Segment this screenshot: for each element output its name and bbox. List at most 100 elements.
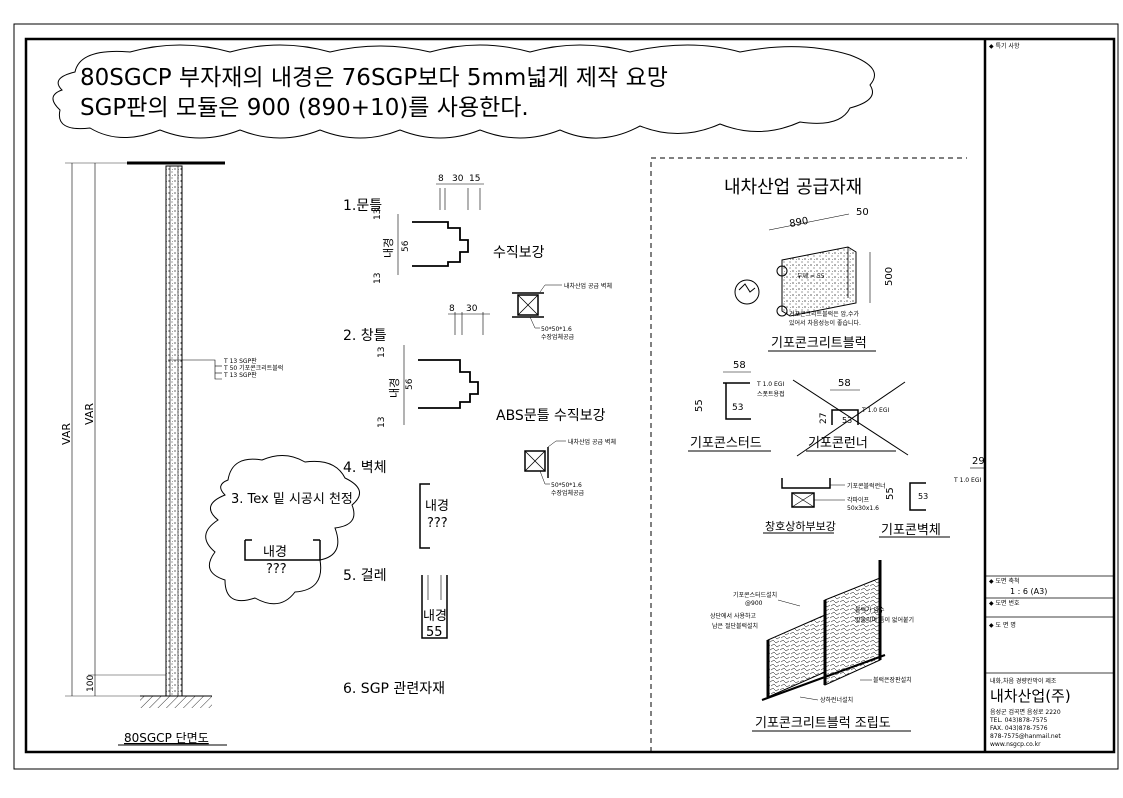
wall-stud-thickness: T 1.0 EGI bbox=[953, 477, 981, 484]
door-dim-8: 8 bbox=[438, 174, 444, 184]
assembly-note-2: @900 bbox=[745, 600, 763, 607]
reinforcement-detail-2: 내차산업 공급 벽체 50*50*1.6 수장업체공급 bbox=[524, 438, 616, 497]
cloud-note: 80SGCP 부자재의 내경은 76SGP보다 5mm넓게 제작 요망 SGP판… bbox=[52, 44, 875, 139]
block-thickness-note: 두께 = 55 bbox=[797, 272, 825, 280]
window-frame-detail: 2. 창틀 8 30 13 56 13 내경 bbox=[343, 304, 490, 428]
inner-border bbox=[24, 37, 1116, 754]
special-notes-label: ◆ 특기 사항 bbox=[989, 42, 1020, 50]
assembly-note-3: 상단에서 사용하고 bbox=[710, 612, 757, 620]
assembly-note-1: 기포콘스터드설치 bbox=[733, 591, 777, 599]
window-reinf-note-3: 50x30x1.6 bbox=[847, 505, 879, 512]
block-dim-500: 500 bbox=[884, 267, 895, 286]
reinforcement-detail-1: 내차산업 공급 벽체 50*50*1.6 수장업체공급 bbox=[512, 282, 612, 341]
wall-inner: 내경 bbox=[425, 499, 449, 514]
section-view: VAR VAR 100 T 13 SGP판 T 50 기포콘크리트블럭 T 13… bbox=[60, 161, 283, 746]
stud-thickness: T 1.0 EGI bbox=[756, 381, 784, 388]
wall-value: ??? bbox=[427, 516, 448, 531]
company-fax: FAX. 043)878-7576 bbox=[990, 725, 1048, 732]
wall-stud-dim-29: 29 bbox=[972, 456, 985, 467]
drawing-name-label: ◆ 도 면 명 bbox=[989, 621, 1016, 629]
window-reinf-caption: 창호상하부보강 bbox=[765, 519, 836, 533]
door-frame-detail: 1.문틀 8 30 15 13 56 13 내경 수직보강 bbox=[343, 174, 545, 284]
var-inner-label: VAR bbox=[83, 403, 96, 425]
reinf1-note-bot1: 50*50*1.6 bbox=[541, 326, 572, 333]
window-reinf-note-1: 기포콘블럭런너 bbox=[847, 482, 886, 490]
layer-label-2: T 50 기포콘크리트블럭 bbox=[223, 364, 283, 372]
window-dim-8: 8 bbox=[449, 304, 455, 314]
wall-detail: 4. 벽체 내경 ??? bbox=[343, 460, 449, 549]
company-email: 878-7575@hanmail.net bbox=[990, 733, 1061, 740]
block-note-2: 있어서 차음성능이 좋습니다. bbox=[789, 319, 861, 327]
scale-label: ◆ 도면 축척 bbox=[989, 577, 1020, 585]
wall-label: 4. 벽체 bbox=[343, 460, 387, 476]
cloud-note-line2: SGP판의 모듈은 900 (890+10)를 사용한다. bbox=[80, 95, 529, 121]
assembly-note-8: 상하런너설치 bbox=[820, 696, 853, 704]
stud-detail: 58 T 1.0 EGI 스폿트용접 55 53 기포콘스터드 bbox=[688, 360, 785, 452]
ceiling-label: 3. Tex 밑 시공시 천정 bbox=[231, 492, 353, 507]
section-caption: 80SGCP 단면도 bbox=[124, 731, 209, 745]
abs-door-label: ABS문틀 수직보강 bbox=[496, 408, 606, 424]
company-address: 음성군 검곡면 음성로 2220 bbox=[990, 708, 1061, 716]
sgp-materials-label: 6. SGP 관련자재 bbox=[343, 681, 445, 697]
supply-title: 내차산업 공급자재 bbox=[724, 177, 862, 198]
window-dim-13a: 13 bbox=[377, 347, 387, 358]
company-name: 내차산업(주) bbox=[990, 687, 1071, 705]
door-frame-label: 1.문틀 bbox=[343, 198, 382, 214]
drawing-number-label: ◆ 도면 번호 bbox=[989, 599, 1020, 607]
door-inner-label: 내경 bbox=[382, 238, 395, 258]
window-inner-label: 내경 bbox=[388, 378, 401, 398]
stud-dim-55: 55 bbox=[694, 399, 705, 412]
company-tagline: 내화,차음 경량칸막이 제조 bbox=[990, 677, 1057, 685]
window-dim-30: 30 bbox=[466, 304, 478, 314]
window-reinf-note-2: 각파이프 bbox=[847, 496, 870, 504]
wall-stud-caption: 기포콘벽체 bbox=[881, 523, 941, 538]
assembly-note-7: 블럭은장판설치 bbox=[873, 676, 912, 684]
company-website: www.nsgcp.co.kr bbox=[990, 741, 1041, 748]
company-tel: TEL. 043)878-7575 bbox=[989, 717, 1047, 724]
stud-dim-53: 53 bbox=[732, 403, 743, 413]
wall-stud-dim-55: 55 bbox=[885, 487, 896, 500]
door-side-note: 수직보강 bbox=[493, 245, 545, 261]
var-outer-label: VAR bbox=[60, 423, 73, 445]
reinf2-note-bot2: 수장업체공급 bbox=[551, 489, 585, 497]
door-dim-30: 30 bbox=[452, 174, 464, 184]
reinf2-note-bot1: 50*50*1.6 bbox=[551, 482, 582, 489]
window-dim-56: 56 bbox=[405, 378, 415, 390]
runner-dim-53: 53 bbox=[842, 416, 852, 425]
reinf2-note-top: 내차산업 공급 벽체 bbox=[568, 438, 616, 446]
door-dim-15: 15 bbox=[469, 174, 480, 184]
baseboard-value: 55 bbox=[426, 625, 443, 640]
ceiling-detail: 3. Tex 밑 시공시 천정 내경 ??? bbox=[205, 455, 360, 605]
scale-value: 1 : 6 (A3) bbox=[1010, 587, 1047, 596]
assembly-note-6: 맞물리며 틈이 없어붙기 bbox=[855, 616, 914, 624]
block-dim-50: 50 bbox=[856, 207, 869, 218]
supply-region-border bbox=[650, 157, 967, 752]
window-dim-13b: 13 bbox=[377, 417, 387, 428]
dim-100-label: 100 bbox=[86, 675, 96, 692]
baseboard-label: 5. 걸레 bbox=[343, 568, 387, 584]
runner-thickness: T 1.0 EGI bbox=[861, 407, 889, 414]
stud-screw: 스폿트용접 bbox=[757, 390, 785, 398]
stud-dim-58: 58 bbox=[733, 360, 746, 371]
baseboard-detail: 5. 걸레 내경 55 bbox=[343, 568, 448, 640]
reinf1-note-top: 내차산업 공급 벽체 bbox=[564, 282, 612, 290]
ceiling-inner: 내경 bbox=[263, 545, 287, 560]
runner-detail: 58 T 1.0 EGI 27 53 기포콘런너 bbox=[792, 378, 909, 457]
runner-caption: 기포콘런너 bbox=[808, 436, 868, 451]
title-block: ◆ 특기 사항 ◆ 도면 축척 1 : 6 (A3) ◆ 도면 번호 ◆ 도 면… bbox=[985, 42, 1114, 748]
window-reinforce-detail: 기포콘블럭런너 각파이프 50x30x1.6 창호상하부보강 bbox=[763, 478, 886, 534]
assembly-note-5: 블럭가 암수 bbox=[855, 606, 885, 614]
wall-stud-detail: 29 T 1.0 EGI 55 53 기포콘벽체 bbox=[879, 456, 985, 538]
window-frame-label: 2. 창틀 bbox=[343, 328, 387, 344]
runner-dim-27: 27 bbox=[819, 413, 829, 424]
block-dim-890: 890 bbox=[789, 216, 810, 230]
baseboard-inner: 내경 bbox=[423, 609, 447, 624]
ceiling-value: ??? bbox=[266, 562, 287, 577]
runner-dim-58: 58 bbox=[838, 378, 851, 389]
layer-label-1: T 13 SGP판 bbox=[223, 357, 257, 365]
block-note-1: 기포콘크리트블럭은 암,수가 bbox=[789, 310, 860, 318]
outer-border bbox=[13, 23, 1119, 770]
reinf1-note-bot2: 수장업체공급 bbox=[541, 333, 575, 341]
door-dim-13a: 13 bbox=[373, 209, 383, 220]
